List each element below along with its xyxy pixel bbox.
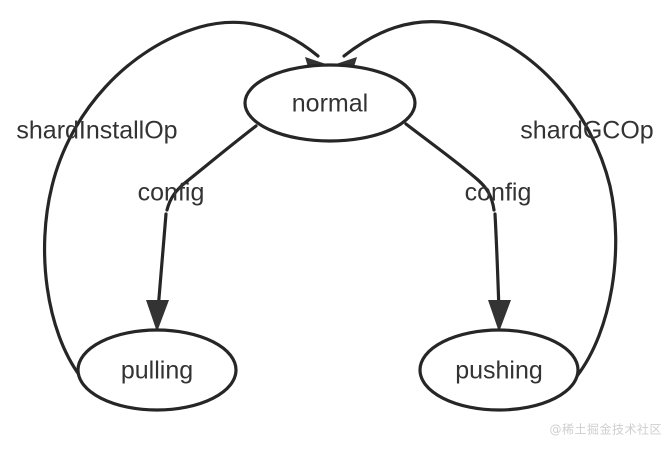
edge-path-normal-to-pushing-tail [493,212,501,312]
node-pulling-shape[interactable] [76,328,238,412]
edge-path-pushing-to-normal [342,20,618,378]
edge-path-normal-to-pushing [404,122,496,212]
edge-path-normal-to-pulling [165,124,258,212]
edge-path-pulling-to-normal [42,20,320,378]
node-normal-label: normal [292,90,368,118]
edge-label-config-pushing: config [465,179,532,207]
node-pushing-shape[interactable] [418,328,580,412]
arrowhead-normal-to-pulling [146,300,169,332]
edge-label-config-pulling: config [138,179,205,207]
watermark: @稀土掘金技术社区 [549,422,662,437]
edge-label-shardInstallOp: shardInstallOp [16,117,177,145]
edge-label-shardGCOp: shardGCOp [520,117,653,145]
edge-pushing-to-normal: shardGCOp [333,20,654,378]
node-pulling-label: pulling [121,357,193,385]
edge-pulling-to-normal: shardInstallOp [16,20,329,378]
edge-normal-to-pushing: config [404,122,532,332]
edge-path-normal-to-pulling-tail [156,212,168,312]
node-normal-shape[interactable] [243,63,417,143]
node-normal[interactable]: normal [243,63,417,143]
node-pushing[interactable]: pushing [418,328,580,412]
node-pulling[interactable]: pulling [76,328,238,412]
arrowhead-normal-to-pushing [488,300,511,332]
edge-normal-to-pulling: config [138,124,258,332]
node-pushing-label: pushing [455,357,543,385]
